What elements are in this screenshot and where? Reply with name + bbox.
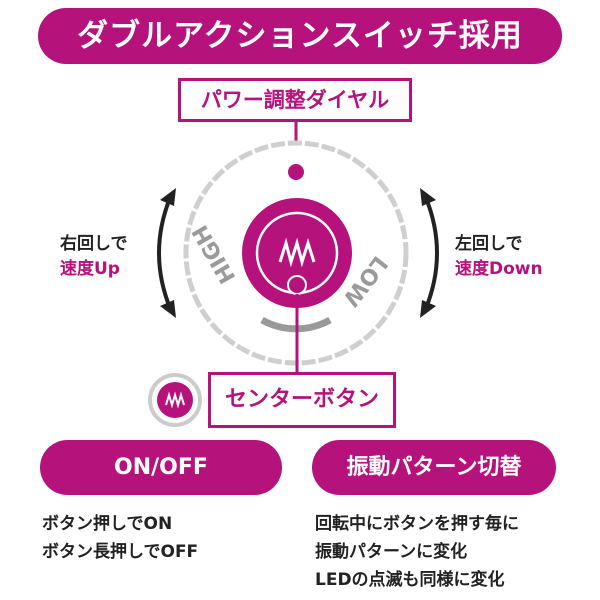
center-dot [287,275,307,295]
right-note-line2: 速度Down [455,259,543,279]
pattern-line: 回転中にボタンを押す毎に [315,514,519,534]
wave-icon [278,237,316,268]
dial-dot [288,164,304,180]
pattern-line: LEDの点滅も同様に変化 [315,570,505,590]
right-note-line1: 左回しで [455,234,523,254]
small-button-icon [148,373,202,427]
pattern-description: 回転中にボタンを押す毎に 振動パターンに変化 LEDの点滅も同様に変化 [315,510,519,594]
pattern-line: 振動パターンに変化 [315,542,468,562]
rotate-right-arrow-icon [420,188,439,318]
onoff-pill: ON/OFF [40,440,282,495]
left-note-line2: 速度Up [60,259,120,279]
pattern-pill: 振動パターン切替 [312,440,556,495]
left-note: 右回しで 速度Up [60,232,128,282]
center-button-label-box: センターボタン [208,372,396,428]
right-note: 左回しで 速度Down [455,232,543,282]
onoff-line: ボタン押しでON [42,514,173,534]
left-note-line1: 右回しで [60,234,128,254]
dial-label-box: パワー調整ダイヤル [178,78,412,122]
onoff-line: ボタン長押しでOFF [42,542,199,562]
rotate-left-arrow-icon [157,188,176,318]
onoff-description: ボタン押しでON ボタン長押しでOFF [42,510,198,566]
title-banner: ダブルアクションスイッチ採用 [38,8,562,64]
